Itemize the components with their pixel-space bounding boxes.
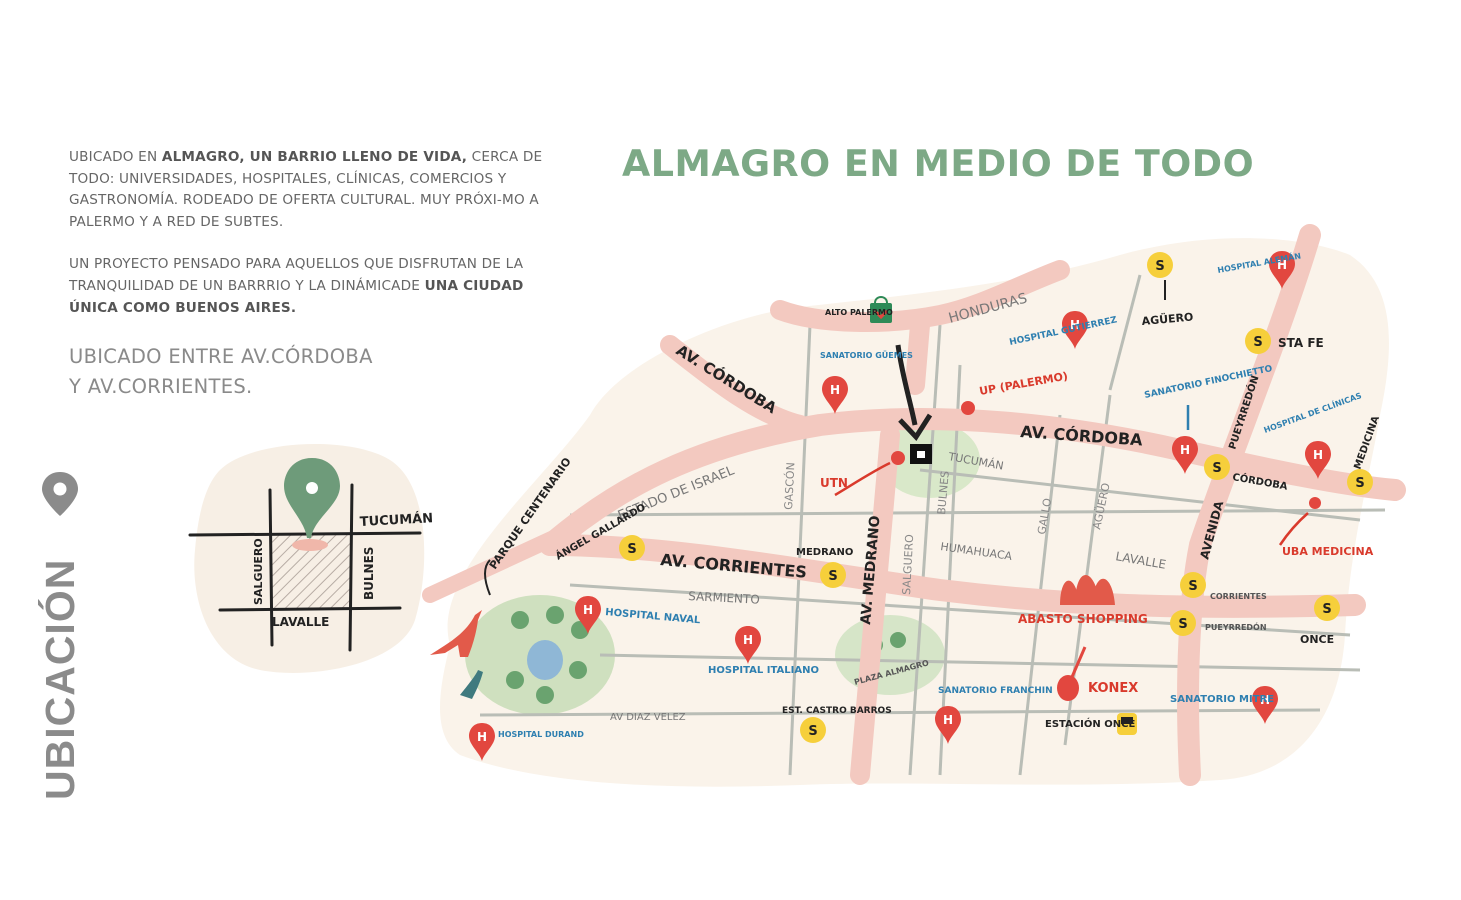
label-aguero-station: AGÜERO (1141, 310, 1194, 328)
subway-s-icon (1180, 572, 1206, 598)
label-uba-medicina: UBA MEDICINA (1282, 545, 1374, 558)
label-sanatorio-guemes: SANATORIO GÜEMES (820, 350, 913, 360)
mini-street-lavalle: LAVALLE (272, 615, 329, 629)
intro-p2-a: UN PROYECTO PENSADO PARA AQUELLOS QUE DI… (69, 256, 524, 294)
mini-map: TUCUMÁN SALGUERO BULNES LAVALLE (188, 443, 434, 673)
intro-p1-c: CERCA DE TODO: UNIVERSIDADES, HOSPITALES… (69, 149, 543, 230)
intro-p1-a: UBICADO EN (69, 149, 162, 165)
intro-paragraph-2: UN PROYECTO PENSADO PARA AQUELLOS QUE DI… (69, 254, 549, 319)
subway-s-icon (1147, 252, 1173, 278)
subway-s-icon (1347, 469, 1373, 495)
shopping-bag-icon (870, 296, 892, 323)
train-icon (1117, 713, 1137, 735)
project-marker (895, 344, 933, 464)
label-estacion-once: ESTACIÓN ONCE (1045, 717, 1135, 730)
intro-p2-bold: UNA CIUDAD ÚNICA COMO BUENOS AIRES. (69, 277, 524, 316)
street-gascon: GASCÓN (782, 462, 797, 510)
map-title: ALMAGRO EN MEDIO DE TODO (622, 142, 1255, 185)
side-title-text: UBICACIÓN (38, 559, 82, 800)
side-title: UBICACIÓN (38, 470, 82, 810)
map-pin-icon (42, 472, 78, 516)
abasto-building (1060, 575, 1115, 605)
street-sarmiento: SARMIENTO (688, 589, 760, 607)
subway-s-icon (1245, 328, 1271, 354)
label-sta-fe: STA FE (1278, 336, 1324, 350)
dinosaur-icon (430, 610, 482, 657)
label-castro-barros: EST. CASTRO BARROS (782, 706, 892, 716)
street-salguero: SALGUERO (900, 534, 916, 596)
subway-s-icon (800, 717, 826, 743)
label-sanatorio-franchin: SANATORIO FRANCHIN (938, 686, 1053, 696)
location-subtitle: UBICADO ENTRE AV.CÓRDOBA Y AV.CORRIENTES… (69, 342, 373, 402)
label-abasto: ABASTO SHOPPING (1018, 612, 1148, 626)
label-medrano-station: MEDRANO (796, 547, 853, 558)
mini-street-salguero: SALGUERO (252, 538, 265, 605)
mini-street-tucuman: TUCUMÁN (359, 510, 433, 530)
subtitle-line-2: Y AV.CORRIENTES. (69, 375, 253, 398)
guitar-icon (1057, 646, 1087, 701)
street-diaz-velez: AV DIAZ VELEZ (610, 712, 686, 723)
dinosaur-icon (460, 670, 483, 699)
label-konex: KONEX (1088, 681, 1138, 696)
subway-s-icon (1204, 454, 1230, 480)
subway-s-icon (1314, 595, 1340, 621)
subway-s-icon (1170, 610, 1196, 636)
label-alto-palermo: ALTO PALERMO (825, 308, 893, 317)
intro-paragraph-1: UBICADO EN ALMAGRO, UN BARRIO LLENO DE V… (69, 147, 549, 233)
label-hospital-durand: HOSPITAL DURAND (498, 730, 584, 739)
label-pueyrredon-station: PUEYRREDÓN (1205, 621, 1267, 632)
mini-street-bulnes: BULNES (362, 547, 376, 600)
intro-p1-bold: ALMAGRO, UN BARRIO LLENO DE VIDA, (161, 149, 468, 165)
label-sanatorio-mitre: SANATORIO MITRE (1170, 694, 1274, 705)
label-corrientes-station: CORRIENTES (1210, 592, 1267, 601)
label-utn: UTN (820, 476, 848, 490)
street-bulnes: BULNES (935, 470, 952, 515)
map-pin-icon (284, 458, 340, 538)
subway-s-icon (619, 535, 645, 561)
label-hospital-italiano: HOSPITAL ITALIANO (708, 665, 819, 676)
subtitle-line-1: UBICADO ENTRE AV.CÓRDOBA (69, 345, 373, 368)
subway-s-icon (820, 562, 846, 588)
street-gallo: GALLO (1035, 497, 1054, 536)
neighborhood-map: H S (422, 224, 1406, 787)
label-once: ONCE (1300, 633, 1334, 646)
intro-text: UBICADO EN ALMAGRO, UN BARRIO LLENO DE V… (69, 147, 549, 340)
